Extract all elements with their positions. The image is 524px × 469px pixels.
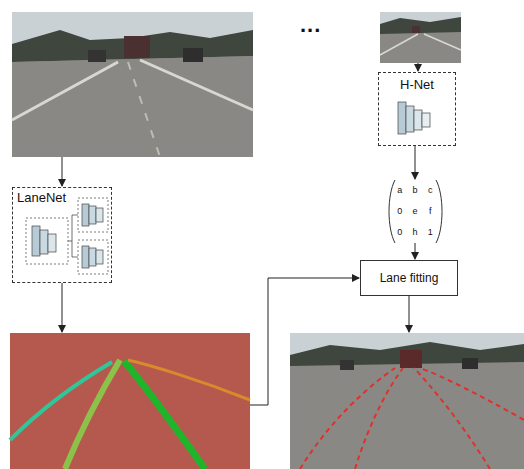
segmentation-image <box>10 333 250 469</box>
road-photo-small <box>380 12 461 63</box>
connector-arrow <box>415 146 416 179</box>
network-icon <box>26 198 108 274</box>
matrix-cell: h <box>412 227 417 238</box>
network-icon <box>398 102 430 134</box>
matrix-cell: f <box>429 206 432 217</box>
road-photo <box>12 12 253 157</box>
output-image <box>290 333 524 469</box>
ellipsis-label: ... <box>300 12 321 38</box>
matrix-cell: c <box>428 185 433 196</box>
matrix-bracket <box>389 180 442 243</box>
node-title: Lane fitting <box>380 271 439 285</box>
connector-arrow <box>415 243 416 259</box>
matrix-cell: 0 <box>397 206 402 217</box>
matrix-cell: b <box>412 185 417 196</box>
matrix-cell: e <box>412 206 417 217</box>
node-title: H-Net <box>381 77 453 93</box>
homography-matrix: abc 0e f 0h1 <box>392 180 438 243</box>
network-box: H-Net <box>378 72 456 146</box>
node-title: LaneNet <box>17 190 107 206</box>
matrix-cell: 1 <box>428 227 433 238</box>
process-box: Lane fitting <box>360 260 458 296</box>
flow-arrow <box>62 63 418 405</box>
network-box: LaneNet <box>12 187 112 283</box>
matrix-cell: 0 <box>397 227 402 238</box>
matrix-cell: a <box>397 185 402 196</box>
